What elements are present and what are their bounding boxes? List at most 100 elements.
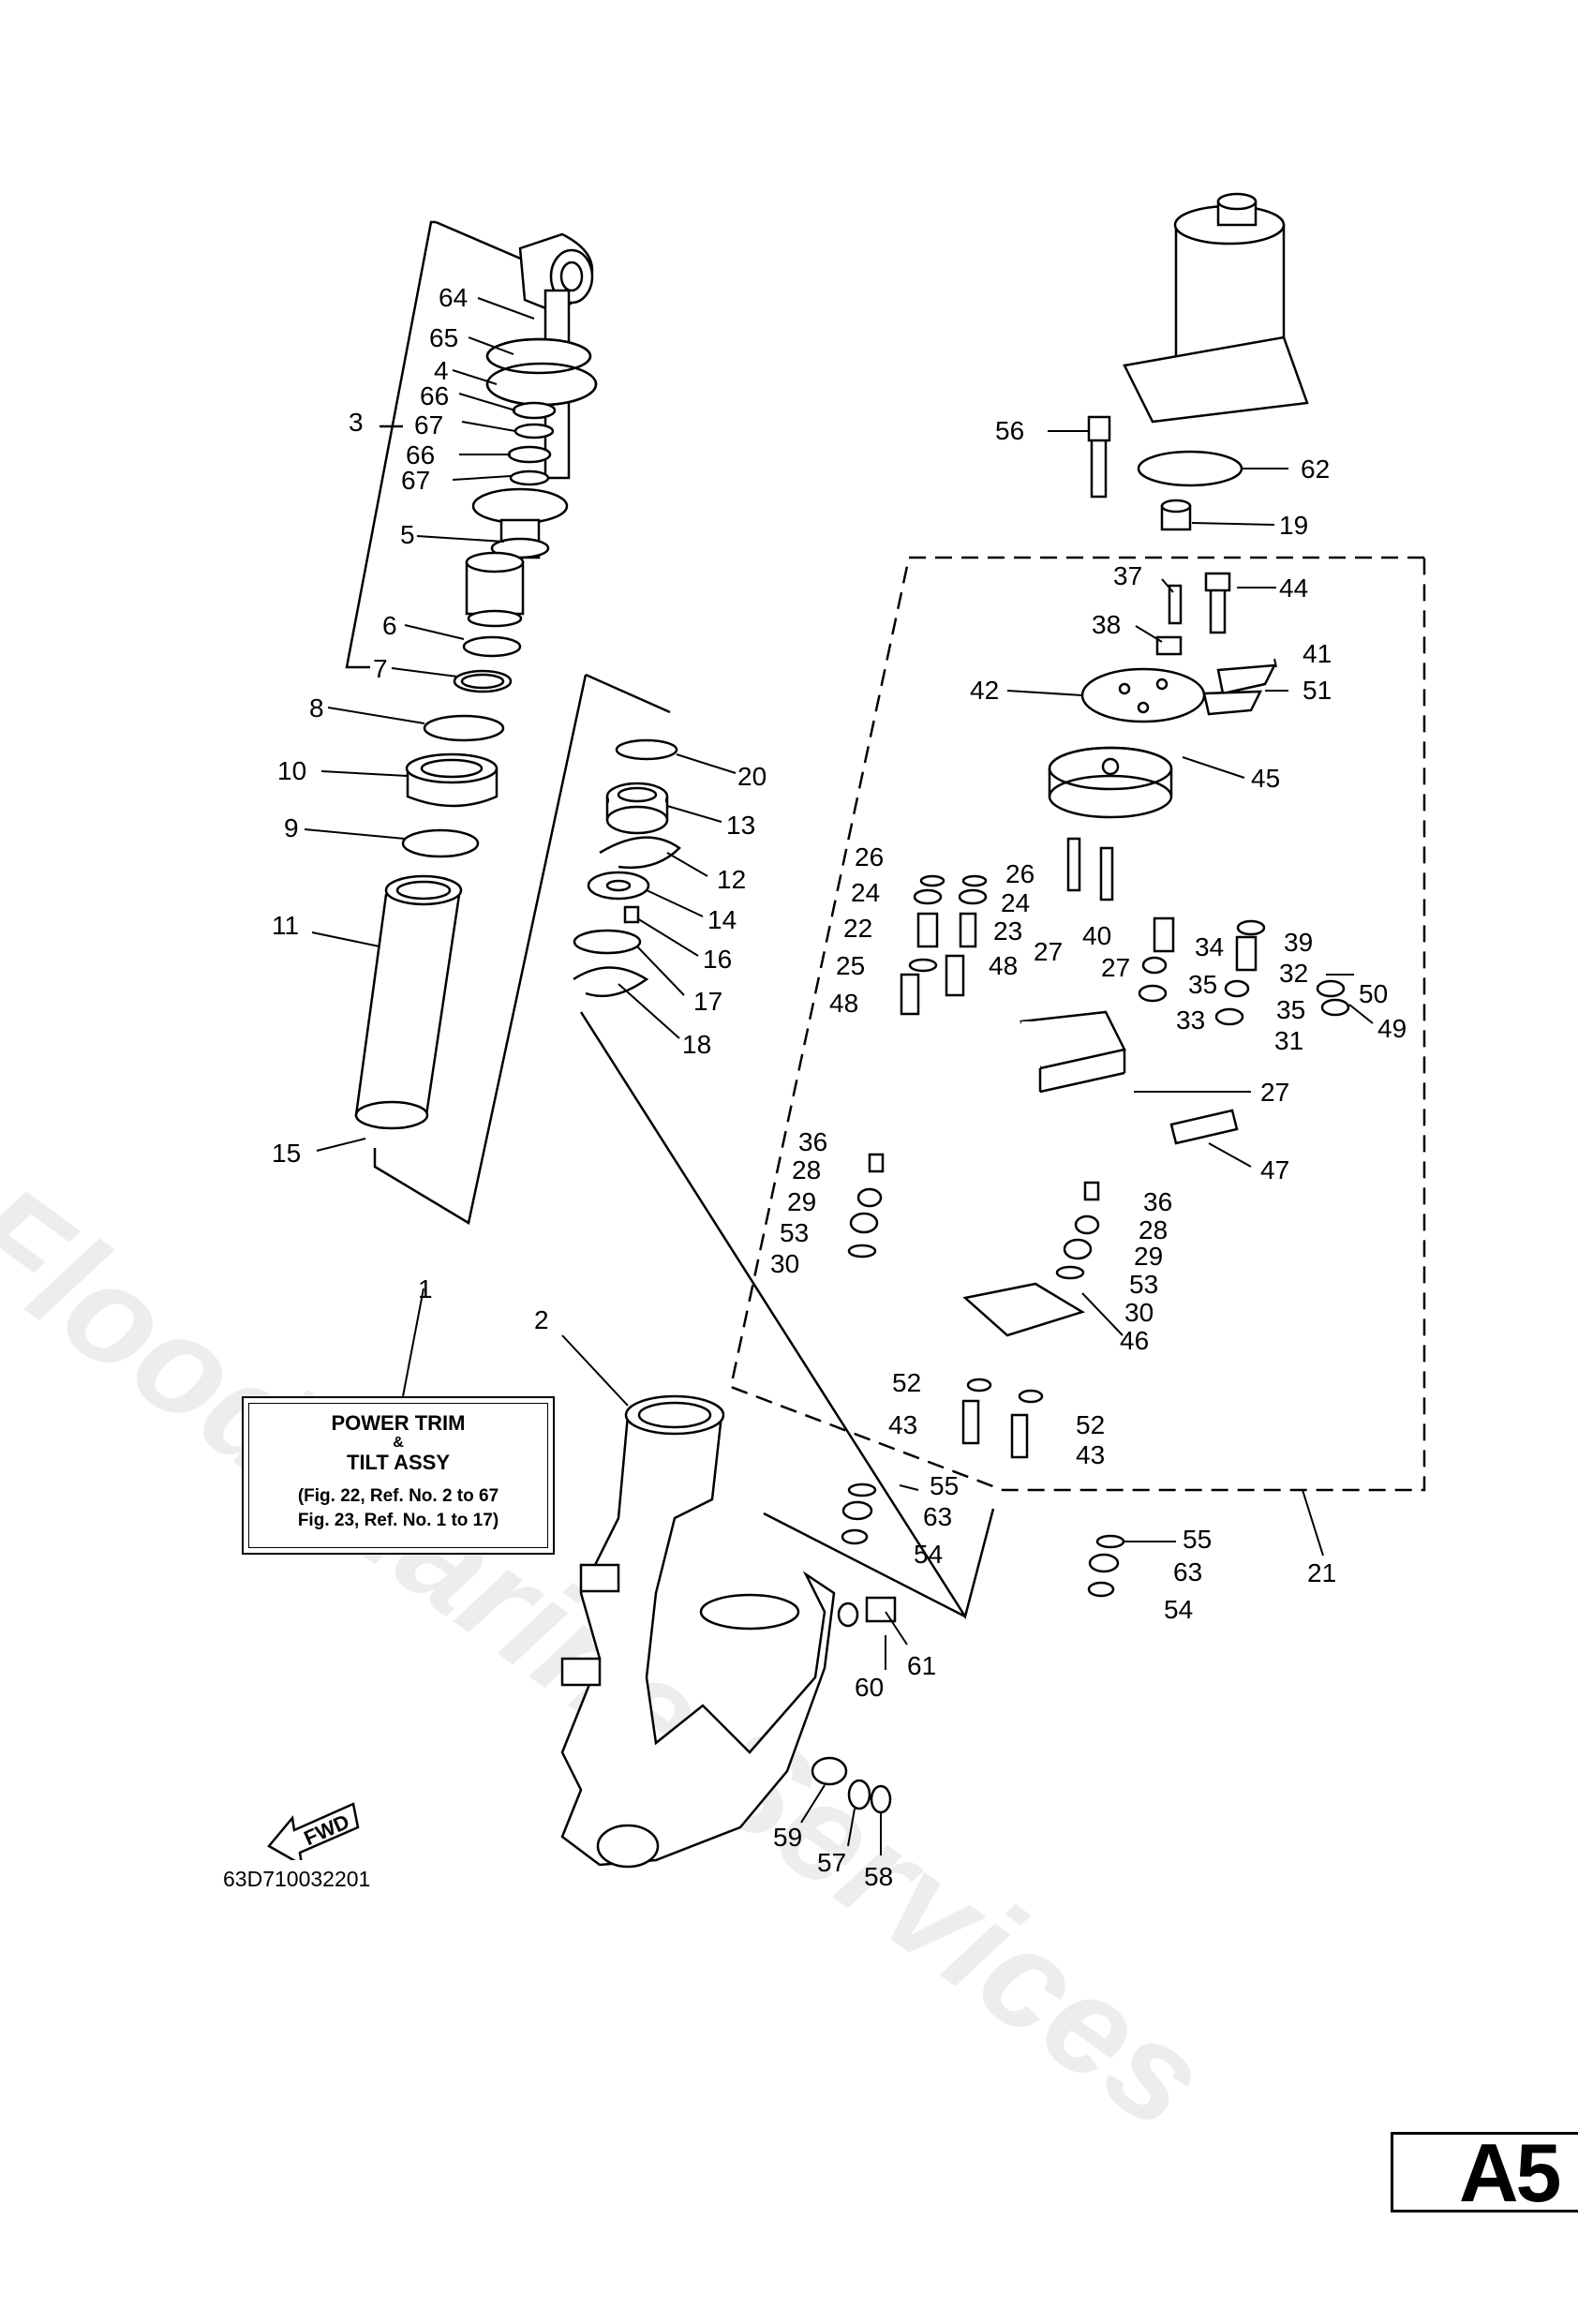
callout-46: 46 [1120, 1326, 1149, 1355]
part-53-seal [849, 1212, 879, 1234]
callout-12: 12 [717, 865, 746, 894]
callout-29b: 29 [1134, 1242, 1163, 1271]
part-33-seal [1138, 984, 1168, 1003]
part-55-oring [847, 1482, 877, 1497]
part-39-seal [1236, 919, 1266, 936]
callout-14: 14 [707, 905, 737, 934]
part-67-backup [514, 423, 555, 439]
callout-45: 45 [1251, 764, 1280, 793]
page-tag: A5 [1391, 2126, 1578, 2219]
callout-60: 60 [855, 1673, 884, 1702]
callout-41: 41 [1303, 639, 1332, 668]
part-32-spring [1235, 935, 1258, 972]
callout-66: 66 [420, 381, 449, 410]
callout-36: 36 [798, 1127, 827, 1156]
part-11-cylinder [354, 893, 461, 1117]
bracket-ref-15 [373, 674, 588, 1225]
callout-labels: 1 2 3 4 5 6 7 8 10 9 11 15 64 65 66 67 6… [272, 283, 1407, 1891]
callout-6: 6 [382, 611, 397, 640]
assembly-label-box: POWER TRIM & TILT ASSY (Fig. 22, Ref. No… [242, 1396, 555, 1555]
callout-28b: 28 [1139, 1215, 1168, 1244]
callout-42: 42 [970, 676, 999, 705]
part-23-valve [959, 912, 977, 948]
callout-38: 38 [1092, 610, 1121, 639]
callout-55b: 55 [1183, 1525, 1212, 1554]
callout-33: 33 [1176, 1006, 1205, 1035]
part-50-plug [1316, 979, 1346, 998]
callout-28: 28 [792, 1155, 821, 1184]
callout-10: 10 [277, 756, 306, 785]
callout-44: 44 [1279, 574, 1308, 603]
callout-26b: 26 [1005, 859, 1035, 888]
part-6-oring [462, 635, 522, 658]
callout-9: 9 [284, 813, 299, 842]
callout-4: 4 [434, 356, 449, 385]
assembly-ref-line1: (Fig. 22, Ref. No. 2 to 67 [297, 1486, 499, 1506]
callout-67: 67 [414, 410, 443, 439]
part-12-clip [599, 836, 681, 869]
callout-57: 57 [817, 1848, 846, 1877]
part-48-spring [900, 973, 920, 1016]
callout-16: 16 [703, 945, 732, 974]
callout-47: 47 [1260, 1155, 1289, 1184]
part-63-plug [841, 1500, 873, 1521]
assembly-title-line3: TILT ASSY [347, 1451, 450, 1474]
callout-32: 32 [1279, 959, 1308, 988]
part-24-seal [913, 888, 943, 905]
callout-51: 51 [1303, 676, 1332, 705]
part-60-oring [837, 1601, 859, 1628]
callout-19: 19 [1279, 511, 1308, 540]
part-31-plug [1214, 1007, 1244, 1026]
part-18-snap-ring [573, 966, 649, 998]
callout-56: 56 [995, 416, 1024, 445]
callout-11: 11 [272, 911, 299, 940]
part-61-plug [865, 1596, 897, 1623]
callout-55: 55 [930, 1471, 959, 1500]
part-35-valve [1141, 956, 1168, 975]
callout-8: 8 [309, 693, 324, 723]
callout-17: 17 [693, 987, 722, 1016]
callout-59: 59 [773, 1823, 802, 1852]
callout-5: 5 [400, 520, 415, 549]
callout-36b: 36 [1143, 1187, 1172, 1216]
callout-18: 18 [682, 1030, 711, 1059]
part-38-nut [1155, 635, 1183, 656]
fwd-arrow-icon: FWD [267, 1802, 360, 1860]
callout-48: 48 [989, 951, 1018, 980]
part-58-clip [870, 1784, 892, 1814]
callout-65: 65 [429, 323, 458, 352]
callout-34: 34 [1195, 932, 1224, 961]
callout-37: 37 [1113, 561, 1142, 590]
callout-52: 52 [892, 1368, 921, 1397]
part-59-plug [811, 1756, 848, 1786]
callout-67b: 67 [401, 466, 430, 495]
assembly-title-line1: POWER TRIM [331, 1411, 466, 1435]
callout-31: 31 [1274, 1026, 1303, 1055]
part-42-plate [1080, 667, 1206, 723]
part-20-oring [615, 738, 678, 761]
bracket-ref-21 [729, 556, 1426, 1492]
part-47-filter [1169, 1109, 1239, 1145]
callout-50: 50 [1359, 979, 1388, 1008]
part-34-spring [1153, 916, 1175, 953]
callout-29: 29 [787, 1187, 816, 1216]
callout-1: 1 [418, 1274, 433, 1304]
callout-49: 49 [1377, 1014, 1407, 1043]
part-37-spring [1168, 584, 1183, 625]
callout-39: 39 [1284, 928, 1313, 957]
callout-62: 62 [1301, 454, 1330, 484]
callout-25: 25 [836, 951, 865, 980]
callout-23: 23 [993, 916, 1022, 946]
part-8-oring [423, 714, 505, 742]
part-5-piston [471, 487, 569, 525]
callout-24b: 24 [1001, 888, 1030, 917]
part-43-bolt [961, 1399, 980, 1445]
part-28-plug [868, 1153, 885, 1173]
callout-54: 54 [914, 1540, 943, 1569]
diagram-part-code: 63D710032201 [223, 1867, 371, 1891]
tilt-rod-assembly [354, 232, 598, 1130]
callout-43b: 43 [1076, 1440, 1105, 1469]
callout-26: 26 [855, 842, 884, 872]
callout-7: 7 [373, 654, 388, 683]
